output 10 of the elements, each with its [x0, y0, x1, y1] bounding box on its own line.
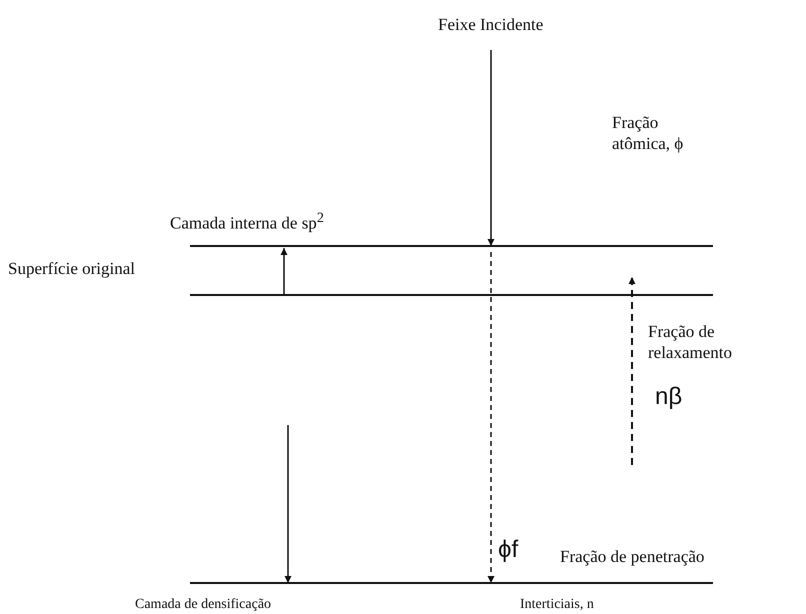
- symbol-label: ϕf: [498, 535, 518, 565]
- beam-label: Feixe Incidente: [438, 14, 544, 36]
- layer-label: Camada interna de sp$^{2}$: [170, 210, 324, 234]
- symbol-label: nβ: [655, 382, 682, 412]
- note-label: Fração de penetração: [560, 546, 704, 568]
- layer-label: Camada de densificação: [135, 596, 272, 614]
- layer-label: Interticiais, n: [520, 596, 594, 614]
- layer-label: Superfície original: [8, 258, 135, 280]
- note-label: Fração atômica, ϕ: [612, 112, 684, 154]
- note-label: Fração de relaxamento: [648, 321, 734, 364]
